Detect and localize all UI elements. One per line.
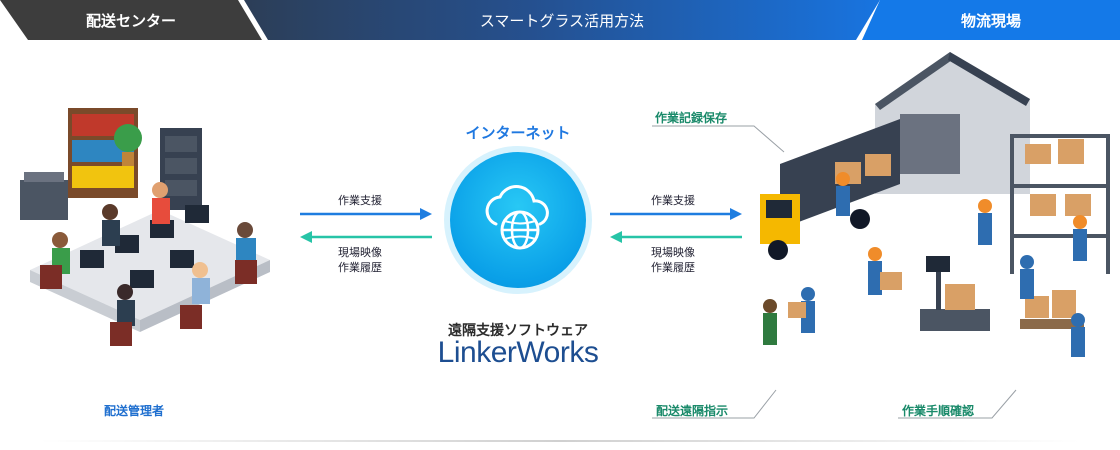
software-label: 遠隔支援ソフトウェア xyxy=(448,323,588,339)
label-remote: 配送遠隔指示 xyxy=(656,404,729,418)
right-arrow-support xyxy=(610,208,742,220)
right-arrow-feedback xyxy=(610,231,742,243)
bottom-divider xyxy=(40,440,1080,442)
left-arrow-feedback-line2: 作業履歴 xyxy=(338,261,382,274)
banner-left-distribution-center: 配送センター xyxy=(0,0,262,40)
right-arrow-feedback-line1: 現場映像 xyxy=(651,246,695,259)
office-illustration xyxy=(20,108,270,346)
procedure-leader-line xyxy=(898,389,1017,419)
left-arrow-support-label: 作業支援 xyxy=(338,194,382,207)
label-manager: 配送管理者 xyxy=(104,404,165,418)
left-arrow-feedback-line1: 現場映像 xyxy=(338,246,382,259)
record-leader-line xyxy=(652,125,785,153)
right-arrow-support-label: 作業支援 xyxy=(651,194,695,207)
label-record: 作業記録保存 xyxy=(655,111,728,125)
label-procedure: 作業手順確認 xyxy=(902,404,975,418)
banner-right-logistics-site: 物流現場 xyxy=(862,0,1120,40)
brand-logo: LinkerWorks xyxy=(437,336,599,369)
left-arrow-feedback-label: 現場映像 作業履歴 xyxy=(338,245,382,275)
right-arrow-feedback-line2: 作業履歴 xyxy=(651,261,695,274)
left-arrow-support xyxy=(300,208,432,220)
warehouse-illustration xyxy=(760,52,1110,357)
banner-center-title: スマートグラス活用方法 xyxy=(244,0,880,40)
right-arrow-feedback-label: 現場映像 作業履歴 xyxy=(651,245,695,275)
remote-leader-line xyxy=(652,389,777,419)
header-banner: 配送センター スマートグラス活用方法 物流現場 xyxy=(0,0,1120,40)
internet-label: インターネット xyxy=(465,124,571,142)
cloud-globe-icon xyxy=(450,152,586,288)
left-arrow-feedback xyxy=(300,231,432,243)
